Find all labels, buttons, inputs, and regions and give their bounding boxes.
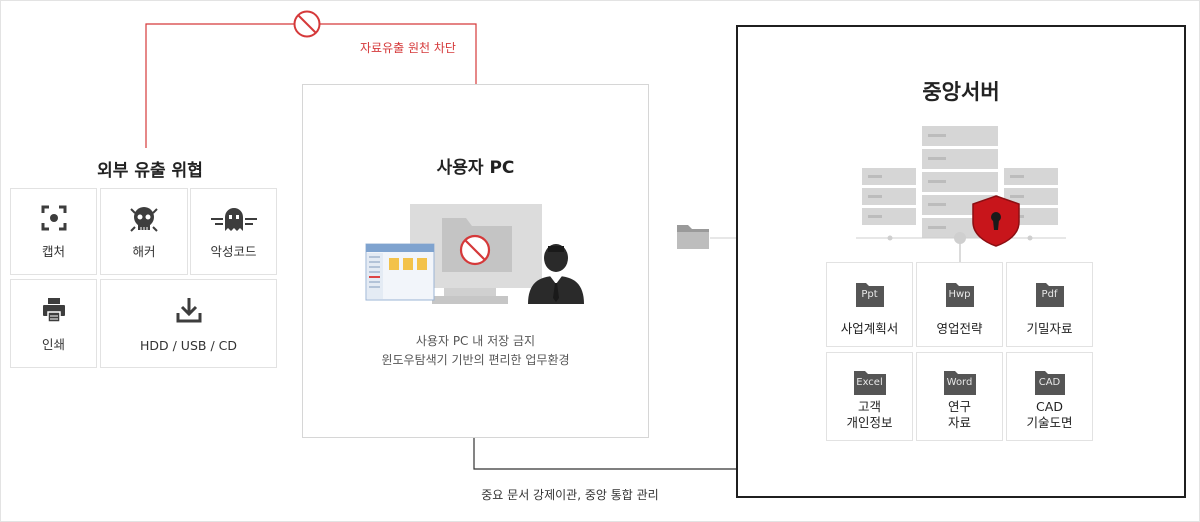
doc-label-excel: 고객 개인정보 <box>827 399 912 431</box>
hwp-folder-icon: Hwp <box>945 281 974 307</box>
threat-tile-hacker: 해커 <box>100 188 188 275</box>
excel-folder-icon: Excel <box>853 369 886 395</box>
doc-tile-hwp: Hwp 영업전략 <box>916 262 1003 347</box>
printer-icon <box>42 298 65 323</box>
threat-label-storage: HDD / USB / CD <box>140 338 237 353</box>
threat-label-print: 인쇄 <box>41 337 65 352</box>
threat-label-hacker: 해커 <box>132 244 156 259</box>
threat-tile-malware: 악성코드 <box>190 188 277 275</box>
block-label: 자료유출 원천 차단 <box>360 41 456 55</box>
server-stack-icon <box>856 126 1066 264</box>
doc-label-excel-line2: 개인정보 <box>846 415 893 430</box>
threat-title: 외부 유출 위협 <box>97 161 203 181</box>
word-folder-icon: Word <box>943 369 976 395</box>
doc-label-excel-line1: 고객 <box>857 399 881 414</box>
threat-tile-storage: HDD / USB / CD <box>100 279 277 368</box>
migration-caption: 중요 문서 강제이관, 중앙 통합 관리 <box>481 488 659 502</box>
doc-tile-pdf: Pdf 기밀자료 <box>1006 262 1093 347</box>
doc-badge-ppt: Ppt <box>861 289 878 300</box>
doc-badge-cad: CAD <box>1038 377 1061 388</box>
threat-tile-print: 인쇄 <box>10 279 97 368</box>
doc-badge-pdf: Pdf <box>1041 289 1058 300</box>
doc-tile-word: Word 연구 자료 <box>916 352 1003 441</box>
doc-label-word: 연구 자료 <box>917 399 1002 431</box>
doc-label-hwp: 영업전략 <box>936 321 983 336</box>
user-pc-description: 사용자 PC 내 저장 금지 윈도우탐색기 기반의 편리한 업무환경 <box>302 332 649 370</box>
doc-label-pdf: 기밀자료 <box>1026 321 1073 336</box>
cad-folder-icon: CAD <box>1034 369 1065 395</box>
doc-badge-hwp: Hwp <box>948 289 971 300</box>
doc-label-word-line1: 연구 <box>947 399 971 414</box>
download-icon <box>176 298 201 323</box>
doc-label-cad: CAD 기술도면 <box>1007 399 1092 431</box>
doc-badge-excel: Excel <box>856 377 883 388</box>
threat-label-malware: 악성코드 <box>210 244 257 259</box>
doc-badge-word: Word <box>946 377 973 388</box>
doc-label-cad-line2: 기술도면 <box>1026 415 1073 430</box>
user-icon <box>528 244 584 304</box>
hacker-icon <box>130 207 158 232</box>
user-pc-title: 사용자 PC <box>436 158 515 178</box>
central-server-title: 중앙서버 <box>922 80 1000 104</box>
doc-tile-cad: CAD CAD 기술도면 <box>1006 352 1093 441</box>
threat-tile-capture: 캡처 <box>10 188 97 275</box>
user-pc-desc-line2: 윈도우탐색기 기반의 편리한 업무환경 <box>381 353 570 367</box>
doc-label-ppt: 사업계획서 <box>840 321 899 336</box>
malware-icon <box>210 208 257 231</box>
capture-icon <box>41 205 66 231</box>
security-shield-icon <box>972 195 1020 247</box>
user-pc-desc-line1: 사용자 PC 내 저장 금지 <box>415 334 536 348</box>
doc-label-word-line2: 자료 <box>947 415 971 430</box>
block-icon <box>293 10 321 38</box>
transfer-folder-icon <box>677 225 709 249</box>
threat-label-capture: 캡처 <box>41 244 65 259</box>
pdf-folder-icon: Pdf <box>1035 281 1064 307</box>
pc-illustration <box>365 204 584 304</box>
doc-tile-ppt: Ppt 사업계획서 <box>826 262 913 347</box>
doc-tile-excel: Excel 고객 개인정보 <box>826 352 913 441</box>
ppt-folder-icon: Ppt <box>855 281 884 307</box>
doc-label-cad-line1: CAD <box>1036 399 1063 414</box>
